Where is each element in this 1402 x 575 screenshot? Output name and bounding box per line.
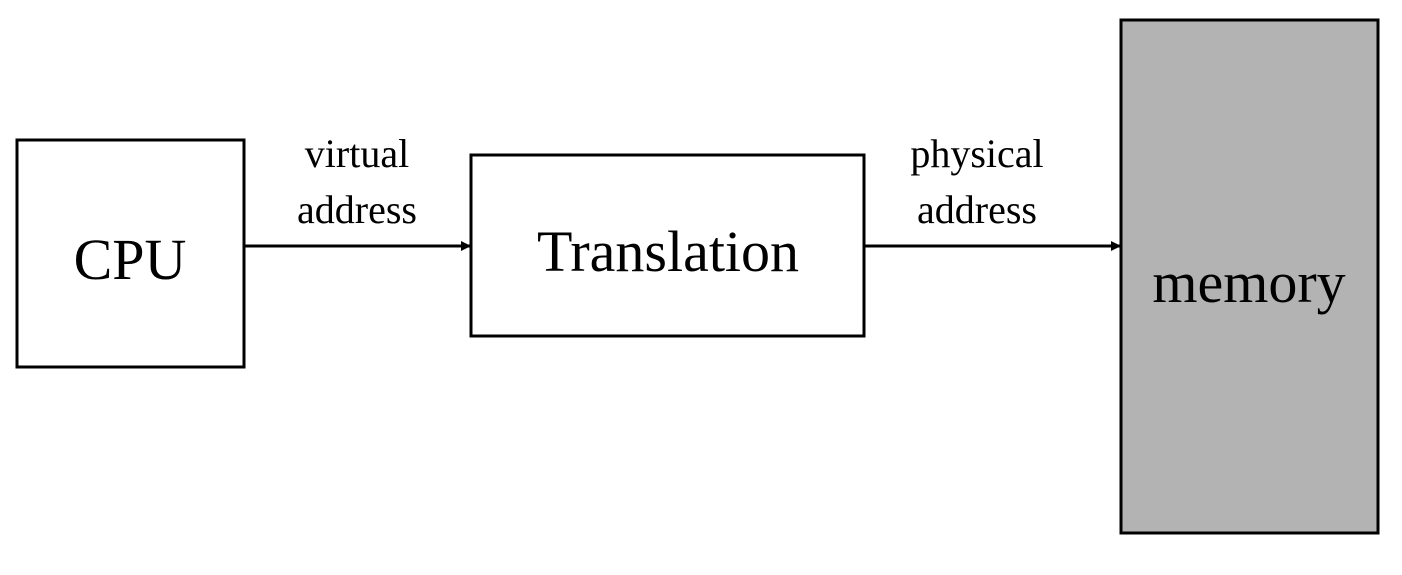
memory-node: memory [1119, 18, 1380, 535]
cpu-label: CPU [74, 227, 187, 292]
memory-label: memory [1152, 250, 1345, 315]
physical-address-edge: physical address [865, 131, 1121, 251]
cpu-node: CPU [15, 138, 246, 369]
translation-node: Translation [469, 153, 866, 338]
virtual-label-line1: virtual [305, 131, 409, 176]
virtual-address-edge: virtual address [245, 131, 471, 251]
memory-box [1119, 18, 1380, 535]
cpu-box [15, 138, 246, 369]
physical-label-line1: physical [910, 131, 1043, 176]
translation-box [469, 153, 866, 338]
virtual-label-line2: address [297, 187, 417, 232]
translation-label: Translation [537, 219, 799, 284]
physical-label-line2: address [917, 187, 1037, 232]
